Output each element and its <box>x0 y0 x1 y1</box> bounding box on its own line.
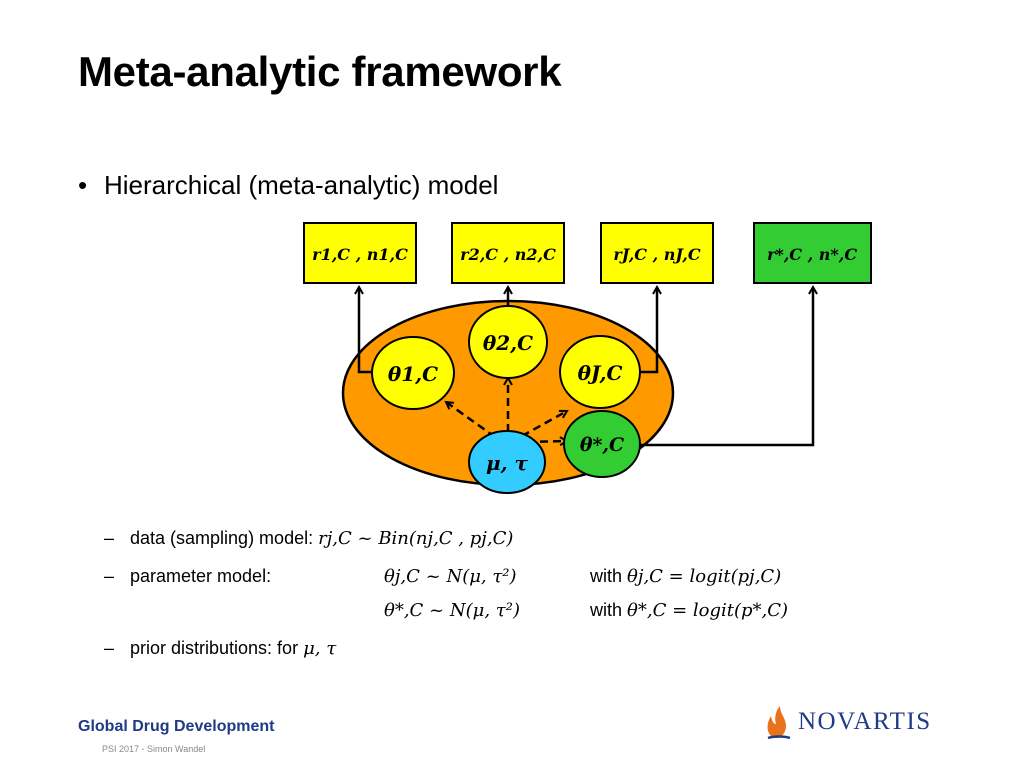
parameter-formula-1: θj,C ~ N(μ, τ²) <box>384 566 517 587</box>
box-r1-n1: r1,C , n1,C <box>303 222 417 284</box>
node-theta2-label: θ2,C <box>483 331 533 355</box>
bullet-dot: • <box>78 170 88 200</box>
parameter-with-1: with θj,C = logit(pj,C) <box>590 566 781 587</box>
logo-text: NOVARTIS <box>798 708 932 735</box>
prior-line: –prior distributions: for μ, τ <box>104 638 337 659</box>
novartis-flame-icon <box>767 706 791 740</box>
prior-formula: μ, τ <box>303 638 337 659</box>
novartis-logo: NOVARTIS <box>764 704 932 740</box>
data-model-line: –data (sampling) model: rj,C ~ Bin(nj,C … <box>104 528 514 549</box>
bullet-item: • Hierarchical (meta-analytic) model <box>78 170 498 201</box>
dashed-arrow-mu-to-theta1 <box>446 402 496 439</box>
node-mu-tau: μ, τ <box>468 430 546 494</box>
footer-subtitle: PSI 2017 - Simon Wandel <box>102 744 206 754</box>
footer-title: Global Drug Development <box>78 718 275 735</box>
box-rstar-nstar: r*,C , n*,C <box>753 222 872 284</box>
node-thetastar-label: θ*,C <box>580 434 624 456</box>
node-theta2: θ2,C <box>468 305 548 379</box>
parameter-with-2: with θ*,C = logit(p*,C) <box>590 600 788 621</box>
data-model-label: data (sampling) model: <box>130 528 314 548</box>
node-mu-tau-label: μ, τ <box>486 451 529 475</box>
box-rJ-nJ: rJ,C , nJ,C <box>600 222 714 284</box>
slide-title: Meta-analytic framework <box>78 48 562 95</box>
dashed-arrow-mu-to-thetaJ <box>521 411 567 438</box>
box-r2-n2-label: r2,C , n2,C <box>460 245 556 264</box>
node-thetaJ-label: θJ,C <box>578 361 623 385</box>
with-word-2: with <box>590 600 623 620</box>
box-r1-n1-label: r1,C , n1,C <box>312 245 408 264</box>
node-theta1: θ1,C <box>371 336 455 410</box>
parameter-with-formula-1: θj,C = logit(pj,C) <box>627 566 782 587</box>
box-rstar-nstar-label: r*,C , n*,C <box>767 245 857 264</box>
parameter-formula-2: θ*,C ~ N(μ, τ²) <box>384 600 520 621</box>
box-rJ-nJ-label: rJ,C , nJ,C <box>613 245 700 264</box>
prior-label: prior distributions: for <box>130 638 299 658</box>
parameter-model-label: parameter model: <box>130 566 272 586</box>
with-word-1: with <box>590 566 623 586</box>
node-thetaJ: θJ,C <box>559 335 641 409</box>
node-theta1-label: θ1,C <box>388 362 438 386</box>
parameter-with-formula-2: θ*,C = logit(p*,C) <box>627 600 789 621</box>
node-thetastar: θ*,C <box>563 410 641 478</box>
arrow-thetastar-to-boxstar <box>638 287 813 447</box>
box-r2-n2: r2,C , n2,C <box>451 222 565 284</box>
data-model-formula: rj,C ~ Bin(nj,C , pj,C) <box>318 528 514 549</box>
parameter-model-line: –parameter model: <box>104 566 272 586</box>
bullet-text: Hierarchical (meta-analytic) model <box>104 170 499 200</box>
